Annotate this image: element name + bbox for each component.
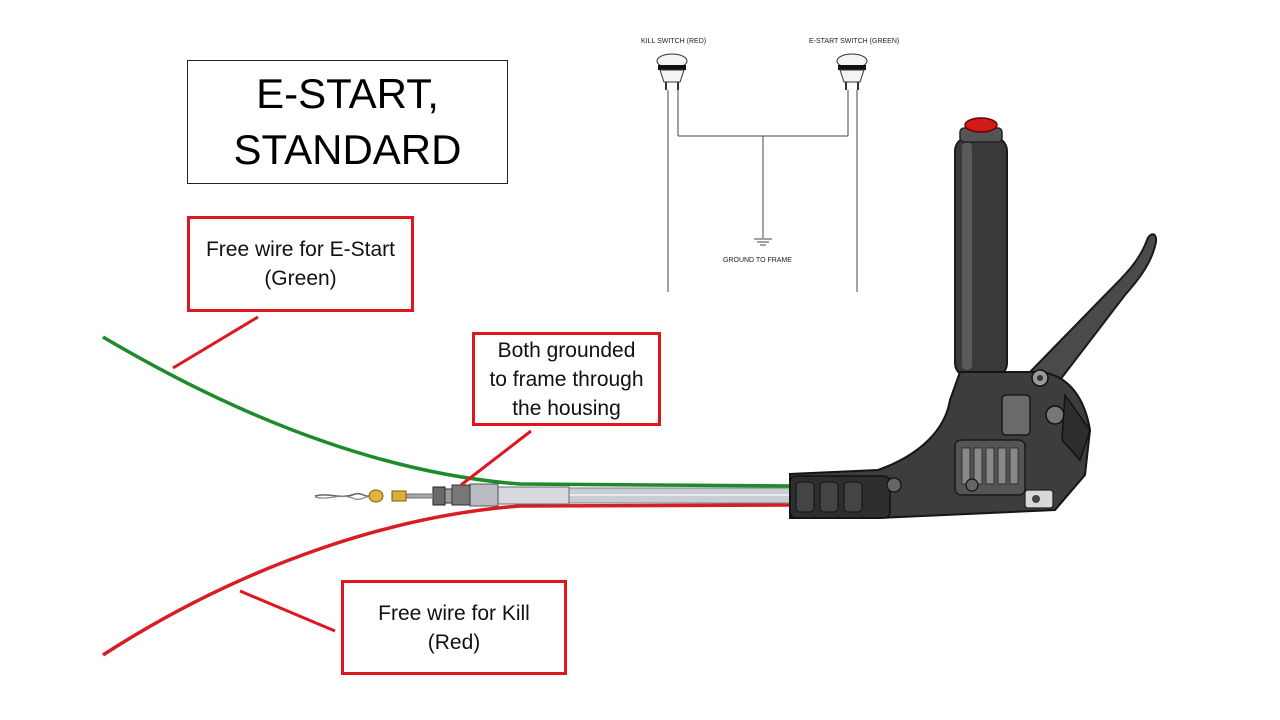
- title-box: E-START, STANDARD: [187, 60, 508, 184]
- kill-callout-line-2: (Red): [427, 630, 481, 654]
- kill-button: [964, 117, 998, 133]
- schematic-wires: [667, 90, 858, 292]
- brake-lever: [1028, 233, 1158, 382]
- ground-label: GROUND TO FRAME: [723, 257, 792, 264]
- estart-callout-line-1: Free wire for E-Start: [205, 238, 396, 261]
- throttle-assembly: [789, 117, 1158, 519]
- green-wire: [102, 335, 791, 488]
- kill-callout: Free wire for Kill (Red): [341, 580, 567, 675]
- estart-leader-line: [172, 315, 259, 370]
- ground-callout: Both grounded to frame through the housi…: [472, 332, 661, 426]
- kill-leader-line: [239, 589, 336, 633]
- kill-callout-line-1: Free wire for Kill: [378, 601, 530, 625]
- schematic: KILL SWITCH (RED) E-START SWITCH (GREEN): [641, 38, 899, 292]
- ground-callout-line-3: the housing: [512, 396, 621, 420]
- estart-callout-line-2: (Green): [264, 267, 337, 290]
- ground-callout-line-2: to frame through: [489, 367, 644, 391]
- kill-switch-symbol: [656, 53, 688, 90]
- red-wire: [102, 503, 791, 657]
- ground-callout-line-1: Both grounded: [497, 338, 636, 362]
- estart-switch-symbol: [836, 53, 868, 90]
- title-line-2: STANDARD: [233, 126, 462, 173]
- ground-symbol: [754, 238, 772, 246]
- estart-switch-label: E-START SWITCH (GREEN): [809, 38, 899, 45]
- title-line-1: E-START,: [256, 70, 439, 117]
- cable-housing: [314, 483, 791, 507]
- ground-leader-line: [460, 429, 532, 487]
- estart-callout: Free wire for E-Start (Green): [187, 216, 414, 312]
- kill-switch-label: KILL SWITCH (RED): [641, 38, 706, 45]
